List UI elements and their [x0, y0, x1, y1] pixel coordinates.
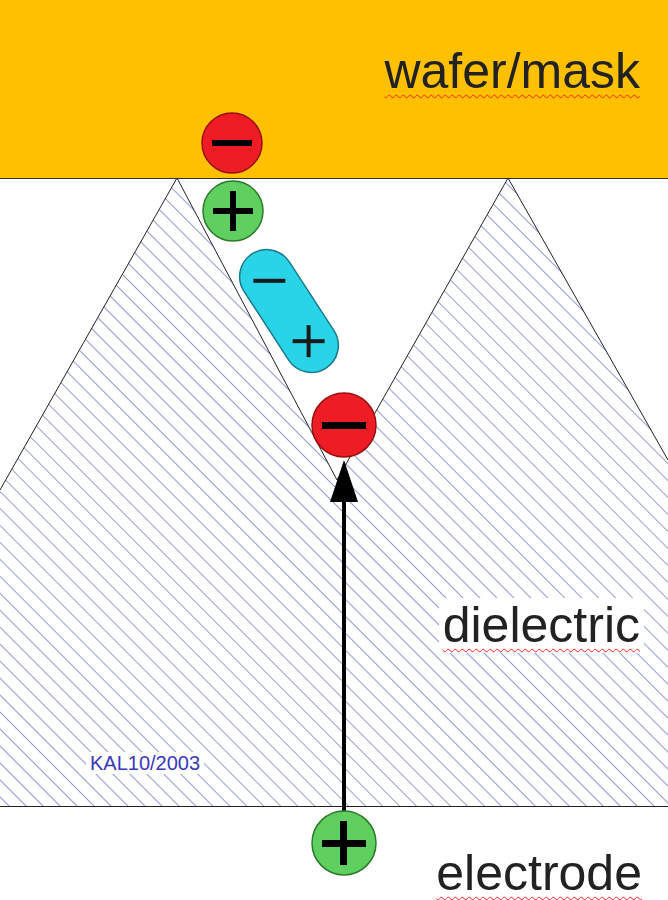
field-arrow	[342, 498, 346, 812]
region-label: dielectric	[439, 598, 644, 653]
negative-charge	[202, 113, 262, 173]
signature: KAL10/2003	[86, 752, 204, 774]
positive-charge	[203, 181, 263, 241]
asperity-outline	[0, 178, 668, 490]
dielectric-body	[0, 178, 668, 806]
dipole	[229, 239, 348, 382]
negative-charge	[312, 393, 376, 457]
wafer-edge	[0, 178, 668, 179]
region-label: electrode	[436, 846, 642, 900]
wafer-band: wafer/mask	[0, 0, 668, 178]
wafer-band	[0, 0, 668, 178]
band-label: wafer/mask	[384, 44, 640, 99]
arrow-head	[330, 460, 358, 502]
electrode-surface	[0, 806, 668, 807]
positive-charge	[312, 811, 376, 875]
